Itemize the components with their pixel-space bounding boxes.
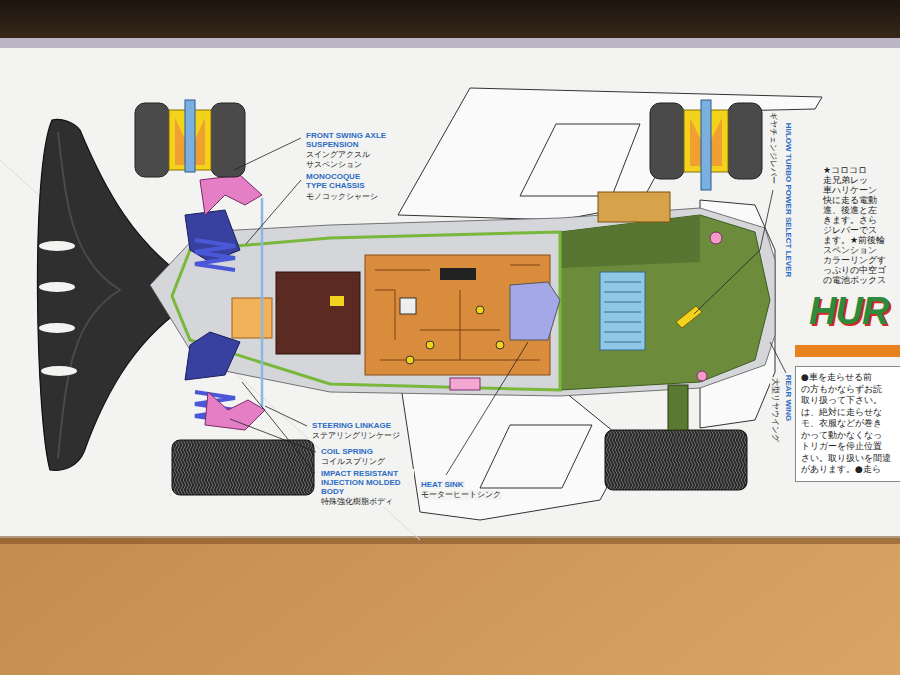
select-lever — [676, 306, 702, 328]
motor — [600, 272, 645, 350]
axle — [185, 100, 195, 172]
gear-cover — [598, 192, 670, 222]
swing-arm — [205, 392, 265, 430]
callout-label: スイングアクスル サスペンション — [305, 150, 379, 170]
body-window — [520, 124, 640, 196]
callout-label: HEAT SINK — [420, 480, 465, 489]
body-panel — [400, 380, 630, 520]
wing-edge — [58, 132, 120, 458]
callout-label: COIL SPRING — [320, 447, 374, 456]
callout-label: HI/LOW TURBO POWER SELECT LEVER — [784, 122, 793, 279]
motor-fins — [604, 282, 641, 342]
leader-line — [230, 419, 316, 452]
callout-label: 大型リヤウイング — [770, 377, 780, 443]
callout-label: 特殊強化樹脂ボディ — [320, 497, 394, 507]
component — [406, 356, 414, 364]
rear-gearbox — [560, 215, 770, 390]
callout-label: モーターヒートシンク — [420, 490, 502, 500]
wall — [0, 0, 900, 42]
leader-line — [446, 342, 528, 475]
wing-slot — [41, 366, 77, 376]
callout-label: MONOCOQUE TYPE CHASSIS — [305, 172, 383, 190]
callout-label: コイルスプリング — [320, 457, 386, 467]
component — [476, 306, 484, 314]
connector — [330, 296, 344, 306]
leader-line — [770, 342, 786, 373]
wing-slot — [39, 282, 75, 292]
wing-slot — [39, 241, 75, 251]
callout-label: REAR WING — [784, 374, 793, 423]
switch — [450, 378, 480, 390]
swing-arm — [200, 175, 262, 215]
box-shadow — [0, 536, 900, 544]
tire — [650, 103, 684, 179]
component — [426, 341, 434, 349]
callout-label: ギヤチェンジレバー — [768, 111, 778, 185]
tire — [728, 103, 762, 179]
leader-line — [246, 180, 301, 244]
monocoque-tub — [172, 232, 560, 390]
servo — [232, 298, 272, 338]
coil-spring — [195, 240, 235, 270]
component — [496, 341, 504, 349]
callout-label: ステアリングリンケージ — [311, 431, 401, 441]
heat-sink — [510, 282, 560, 340]
leader-line — [265, 406, 307, 426]
battery-box — [276, 272, 360, 354]
callout-label: STEERING LINKAGE — [311, 421, 392, 430]
chip — [440, 268, 476, 280]
trimmer — [400, 298, 416, 314]
tire — [172, 440, 314, 495]
callout-label: モノコックシャーシ — [305, 192, 379, 202]
tire — [605, 430, 747, 490]
description-text: ★コロコロ 走兄弟レッ 車ハリケーン 快に走る電動 進、後進と左 きます。さら … — [822, 165, 894, 285]
tire — [211, 103, 245, 177]
rear-arm — [668, 385, 688, 430]
pivot — [697, 371, 707, 381]
steering-linkage — [261, 198, 264, 408]
box-side — [0, 48, 900, 538]
leader-line — [234, 138, 301, 170]
callout-label: IMPACT RESISTANT INJECTION MOLDED BODY — [320, 469, 414, 496]
leader-line — [694, 190, 773, 314]
leader-line — [242, 382, 315, 473]
callout-label: FRONT SWING AXLE SUSPENSION — [305, 131, 397, 149]
suspension-frame — [185, 332, 240, 380]
axle — [701, 100, 711, 190]
product-logo: HUR — [808, 292, 889, 330]
tire — [135, 103, 169, 177]
wing-slot — [39, 323, 75, 333]
pivot — [710, 232, 722, 244]
gearbox-top — [560, 215, 700, 268]
warning-text: ●車を走らせる前 の方もかならずお読 取り扱って下さい。 は、絶対に走らせな モ… — [801, 372, 893, 476]
chassis — [150, 208, 775, 396]
body-window — [480, 425, 592, 488]
color-bar — [795, 345, 900, 357]
warning-box: ●車を走らせる前 の方もかならずお読 取り扱って下さい。 は、絶対に走らせな モ… — [795, 366, 900, 482]
